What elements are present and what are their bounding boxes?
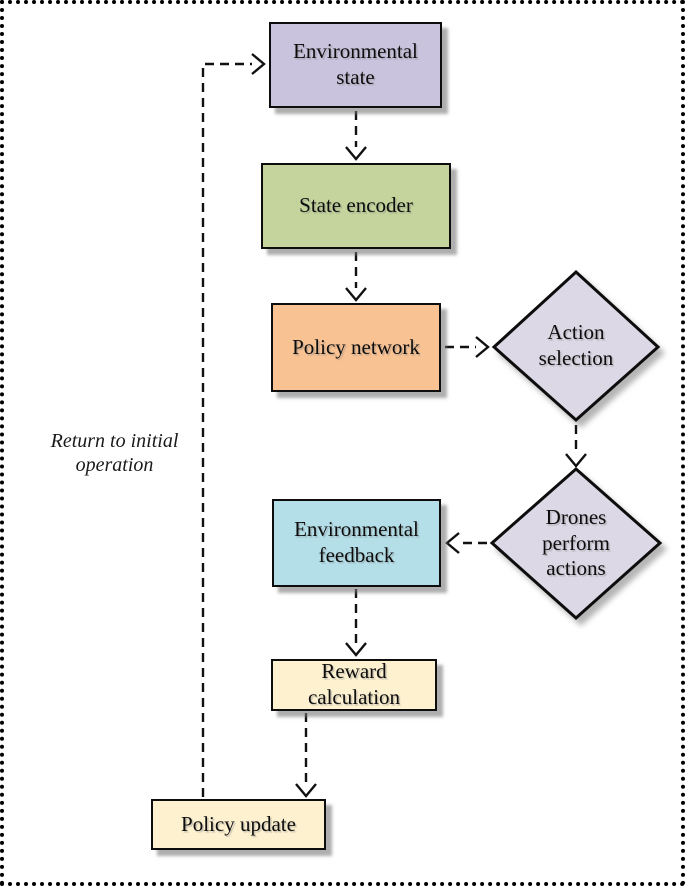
drones-perform-actions-diamond-shape [489, 467, 663, 621]
connector-policy-network-to-action-selection [445, 336, 490, 358]
connector-environmental-feedback-to-reward-calculation [345, 589, 367, 657]
node-environmental-state: Environmental state [269, 22, 442, 108]
node-policy-network-label: Policy network [292, 334, 420, 359]
node-state-encoder-label: State encoder [299, 193, 413, 218]
node-reward-calculation: Reward calculation [271, 659, 437, 711]
connector-action-selection-to-drones-perform-actions [565, 425, 587, 468]
node-action-selection: Action selection [490, 268, 662, 424]
node-environmental-feedback-label: Environmental feedback [294, 517, 419, 567]
node-environmental-feedback: Environmental feedback [272, 499, 441, 587]
node-action-selection-label: Action selection [538, 320, 614, 370]
node-state-encoder: State encoder [261, 163, 451, 249]
node-drones-perform-actions-label: Drones perform actions [542, 505, 610, 581]
action-selection-diamond-shape [491, 269, 661, 423]
connector-reward-calculation-to-policy-update [295, 713, 317, 798]
connector-drones-perform-actions-to-environmental-feedback [445, 532, 487, 554]
connector-state-encoder-to-policy-network [345, 252, 367, 302]
node-drones-perform-actions: Drones perform actions [488, 465, 664, 622]
node-environmental-state-label: Environmental state [293, 39, 418, 89]
node-policy-update-label: Policy update [181, 811, 296, 836]
node-policy-update: Policy update [151, 799, 326, 850]
connector-environmental-state-to-state-encoder [345, 111, 367, 161]
connector-policy-update-to-environmental-state [201, 53, 266, 797]
node-reward-calculation-label: Reward calculation [307, 659, 401, 709]
node-policy-network: Policy network [271, 303, 441, 392]
return-to-initial-operation-annotation: Return to initial operation [50, 430, 179, 476]
